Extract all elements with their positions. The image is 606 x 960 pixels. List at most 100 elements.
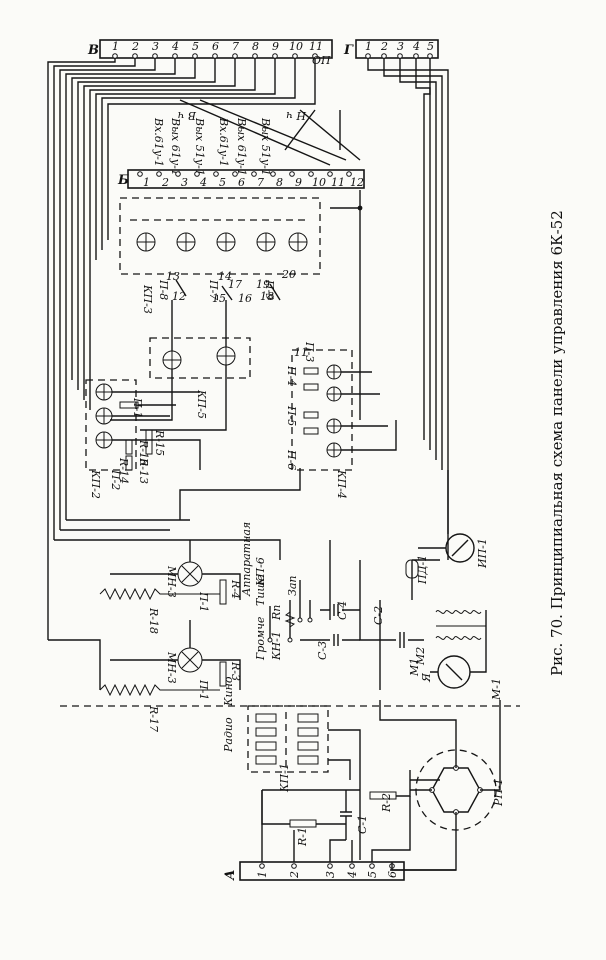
b-pin-1: 1: [143, 176, 150, 189]
mn3-lower-label: МН-3: [165, 651, 178, 684]
b-pin-9: 9: [295, 176, 302, 189]
r3-label: R-3: [229, 661, 242, 681]
control-loud: Громче: [254, 616, 267, 661]
r16-label: R-16: [137, 439, 150, 466]
v-pin-op: ОП: [312, 54, 331, 67]
kp1-label: КП-1: [278, 763, 291, 793]
heading-out1: Вых 61у-1: [169, 117, 182, 176]
b-pin-3: 3: [181, 176, 188, 189]
figure-caption: Рис. 70. Принципиальная схема панели упр…: [548, 210, 566, 676]
m1b-label: М1: [408, 658, 421, 677]
num-20: 20: [281, 268, 296, 281]
left-bus-wires: [47, 58, 316, 640]
kp2-wires: [112, 391, 201, 470]
num-17: 17: [228, 278, 242, 291]
a-pin-1: 1: [256, 871, 269, 878]
block-g-label: Г: [343, 43, 354, 58]
p3-label: П-3: [303, 341, 316, 362]
kp5-contacts: [162, 346, 236, 370]
rp1-label: РП-1: [492, 778, 505, 807]
v-pin-1: 1: [112, 40, 119, 53]
r18-label: R-18: [147, 607, 160, 634]
kp3-contacts: [130, 219, 310, 252]
p2-label: П-2: [109, 469, 122, 490]
c1-label: С-1: [356, 815, 369, 834]
block-b-label: Б: [117, 173, 129, 188]
lamp-wires: [48, 540, 241, 690]
g-pin-2: 2: [380, 40, 388, 53]
c4-label: С-4: [336, 601, 349, 620]
v-pin-5: 5: [192, 40, 199, 53]
v-pin-7: 7: [232, 40, 239, 53]
block-g-pins: [365, 53, 433, 59]
num-19: 19: [256, 278, 270, 291]
b-pin-7: 7: [257, 176, 264, 189]
kp2-label: КП-2: [89, 469, 102, 499]
right-bus-wires: [367, 58, 449, 560]
v-pin-9: 9: [272, 40, 279, 53]
relay-wires: [379, 700, 501, 871]
lamp-mn3-lower: [177, 647, 203, 673]
motor-field-coils: [435, 610, 486, 640]
v-pin-11: 11: [309, 40, 323, 53]
r15-label: R-15: [153, 429, 166, 456]
g-pin-5: 5: [427, 40, 434, 53]
b-pin-10: 10: [312, 176, 326, 189]
num-11: 11: [294, 346, 308, 359]
b-pin-12: 12: [350, 176, 364, 189]
heading-out3: Вых 61у-1: [235, 117, 248, 176]
heading-vch: В ч: [177, 109, 197, 122]
a-pin-4: 4: [346, 871, 359, 879]
b-pin-6: 6: [238, 176, 245, 189]
b-pin-11: 11: [331, 176, 345, 189]
capacitor-c1: [340, 790, 352, 840]
pd1-label: ПД-1: [416, 555, 429, 585]
r4-label: R-4: [229, 579, 242, 599]
pd1-lead: [411, 559, 440, 600]
resistor-r3: [219, 661, 227, 687]
kp4-frame: [291, 349, 353, 471]
r14-label: R-14: [117, 457, 130, 484]
b-pin-8: 8: [276, 176, 283, 189]
num-14: 14: [218, 270, 232, 283]
p1-upper-label: П-1: [197, 591, 210, 612]
kp5-frame: [149, 337, 251, 379]
capacitor-c2: [380, 632, 424, 648]
p6-label: П-6: [285, 449, 298, 470]
terminal-block-a: [239, 861, 405, 881]
m2-label: М2: [414, 647, 427, 666]
ya-label: Я: [420, 672, 433, 683]
a-pin-6: 6: [386, 871, 399, 878]
r2-label: R-2: [380, 793, 393, 813]
v-pin-3: 3: [152, 40, 159, 53]
mn3-upper-label: МН-3: [165, 565, 178, 598]
v-pin-8: 8: [252, 40, 259, 53]
meter-ip1: [445, 533, 475, 563]
kino-label: Кино: [222, 676, 235, 707]
block-v-pins: [112, 53, 318, 59]
num-16: 16: [238, 292, 252, 305]
kp6-switch: [267, 580, 313, 643]
ip1-label: ИП-1: [476, 538, 489, 569]
kp4-contacts: [303, 364, 342, 458]
heading-nch: Н ч: [286, 109, 307, 122]
a-pin-5: 5: [366, 871, 379, 878]
block-a-label: А: [223, 869, 238, 881]
block-v-label: В: [87, 43, 99, 58]
resistor-r15: [145, 429, 153, 455]
block-a-wires: [261, 790, 456, 871]
resistor-r1: [289, 819, 317, 828]
capacitor-c3: [300, 634, 360, 646]
meter-wires: [418, 470, 449, 549]
kp3-upper-label: КП-3: [141, 284, 154, 314]
block-b-pins: [137, 171, 352, 177]
resistor-r13: [125, 455, 133, 471]
m1-label: М-1: [490, 678, 503, 701]
kp1-frame: [247, 705, 329, 773]
capacitor-c4: [320, 604, 360, 616]
kp2-contacts: [95, 383, 113, 449]
kp5-label: КП-5: [195, 389, 208, 419]
middle-link-wires: [54, 519, 281, 560]
b-right-bus: [330, 190, 361, 420]
